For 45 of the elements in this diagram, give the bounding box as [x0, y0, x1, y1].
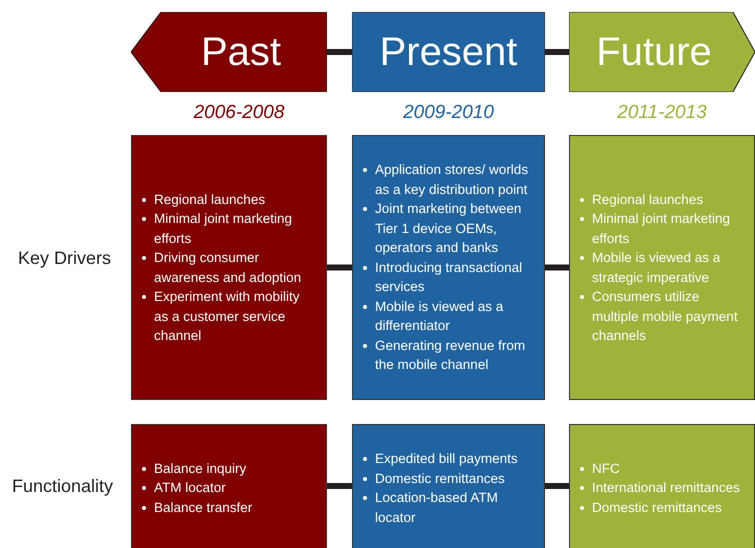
- year-label: 2009-2010: [402, 102, 495, 124]
- connector-line: [545, 264, 569, 270]
- connector-line: [545, 483, 569, 489]
- connector-line: [327, 49, 352, 55]
- heading-banner: [569, 12, 755, 92]
- connector-line: [327, 483, 352, 489]
- bullet-text: Expedited bill payments: [375, 451, 518, 466]
- bullet-text: Balance transfer: [154, 500, 252, 515]
- bullet-text: Application stores/ worlds as a key distribution point: [375, 162, 528, 197]
- bullet-text: International remittances: [592, 480, 740, 496]
- heading-banner: [131, 12, 327, 92]
- content-box: [131, 135, 327, 400]
- year-label: 2011-2013: [616, 102, 708, 124]
- content-box: [352, 424, 545, 548]
- heading-text: Present: [380, 30, 518, 74]
- bullet-text: Domestic remittances: [375, 470, 505, 486]
- bullet-text: Consumers utilize multiple mobile payment channels: [592, 289, 738, 343]
- heading-text: Past: [200, 30, 282, 74]
- content-box: [569, 424, 755, 548]
- bullet-text: Mobile is viewed as a differentiator: [375, 298, 504, 334]
- heading-text: Future: [596, 30, 712, 74]
- bullet-text: Minimal joint marketing efforts: [154, 211, 292, 246]
- bullet-text: ATM locator: [154, 480, 226, 496]
- bullet-text: Introducing transactional services: [375, 260, 522, 294]
- connector-line: [327, 264, 352, 270]
- bullet-text: Mobile is viewed as a strategic imperative: [592, 250, 720, 284]
- bullet-text: Generating revenue from the mobile channel: [375, 338, 526, 372]
- heading-banner: [352, 12, 545, 92]
- year-label: 2006-2008: [192, 102, 286, 124]
- bullet-text: Regional launches: [592, 192, 704, 206]
- bullet-text: Minimal joint marketing efforts: [592, 211, 730, 246]
- content-box: [569, 135, 755, 400]
- bullet-text: Driving consumer awareness and adoption: [154, 250, 302, 284]
- bullet-text: Balance inquiry: [154, 460, 246, 476]
- bullet-text: Regional launches: [154, 192, 266, 206]
- bullet-text: Domestic remittances: [592, 500, 722, 515]
- bullet-text: Location-based ATM locator: [375, 490, 498, 524]
- content-box: [352, 135, 545, 400]
- connector-line: [545, 49, 569, 55]
- content-box: [131, 424, 327, 548]
- bullet-text: Experiment with mobility as a customer service channel: [154, 289, 300, 343]
- row-label: Functionality: [12, 476, 114, 497]
- bullet-text: Joint marketing between Tier 1 device OEMs, operators and banks: [375, 201, 522, 256]
- bullet-text: NFC: [592, 460, 620, 476]
- row-label: Key Drivers: [18, 248, 112, 269]
